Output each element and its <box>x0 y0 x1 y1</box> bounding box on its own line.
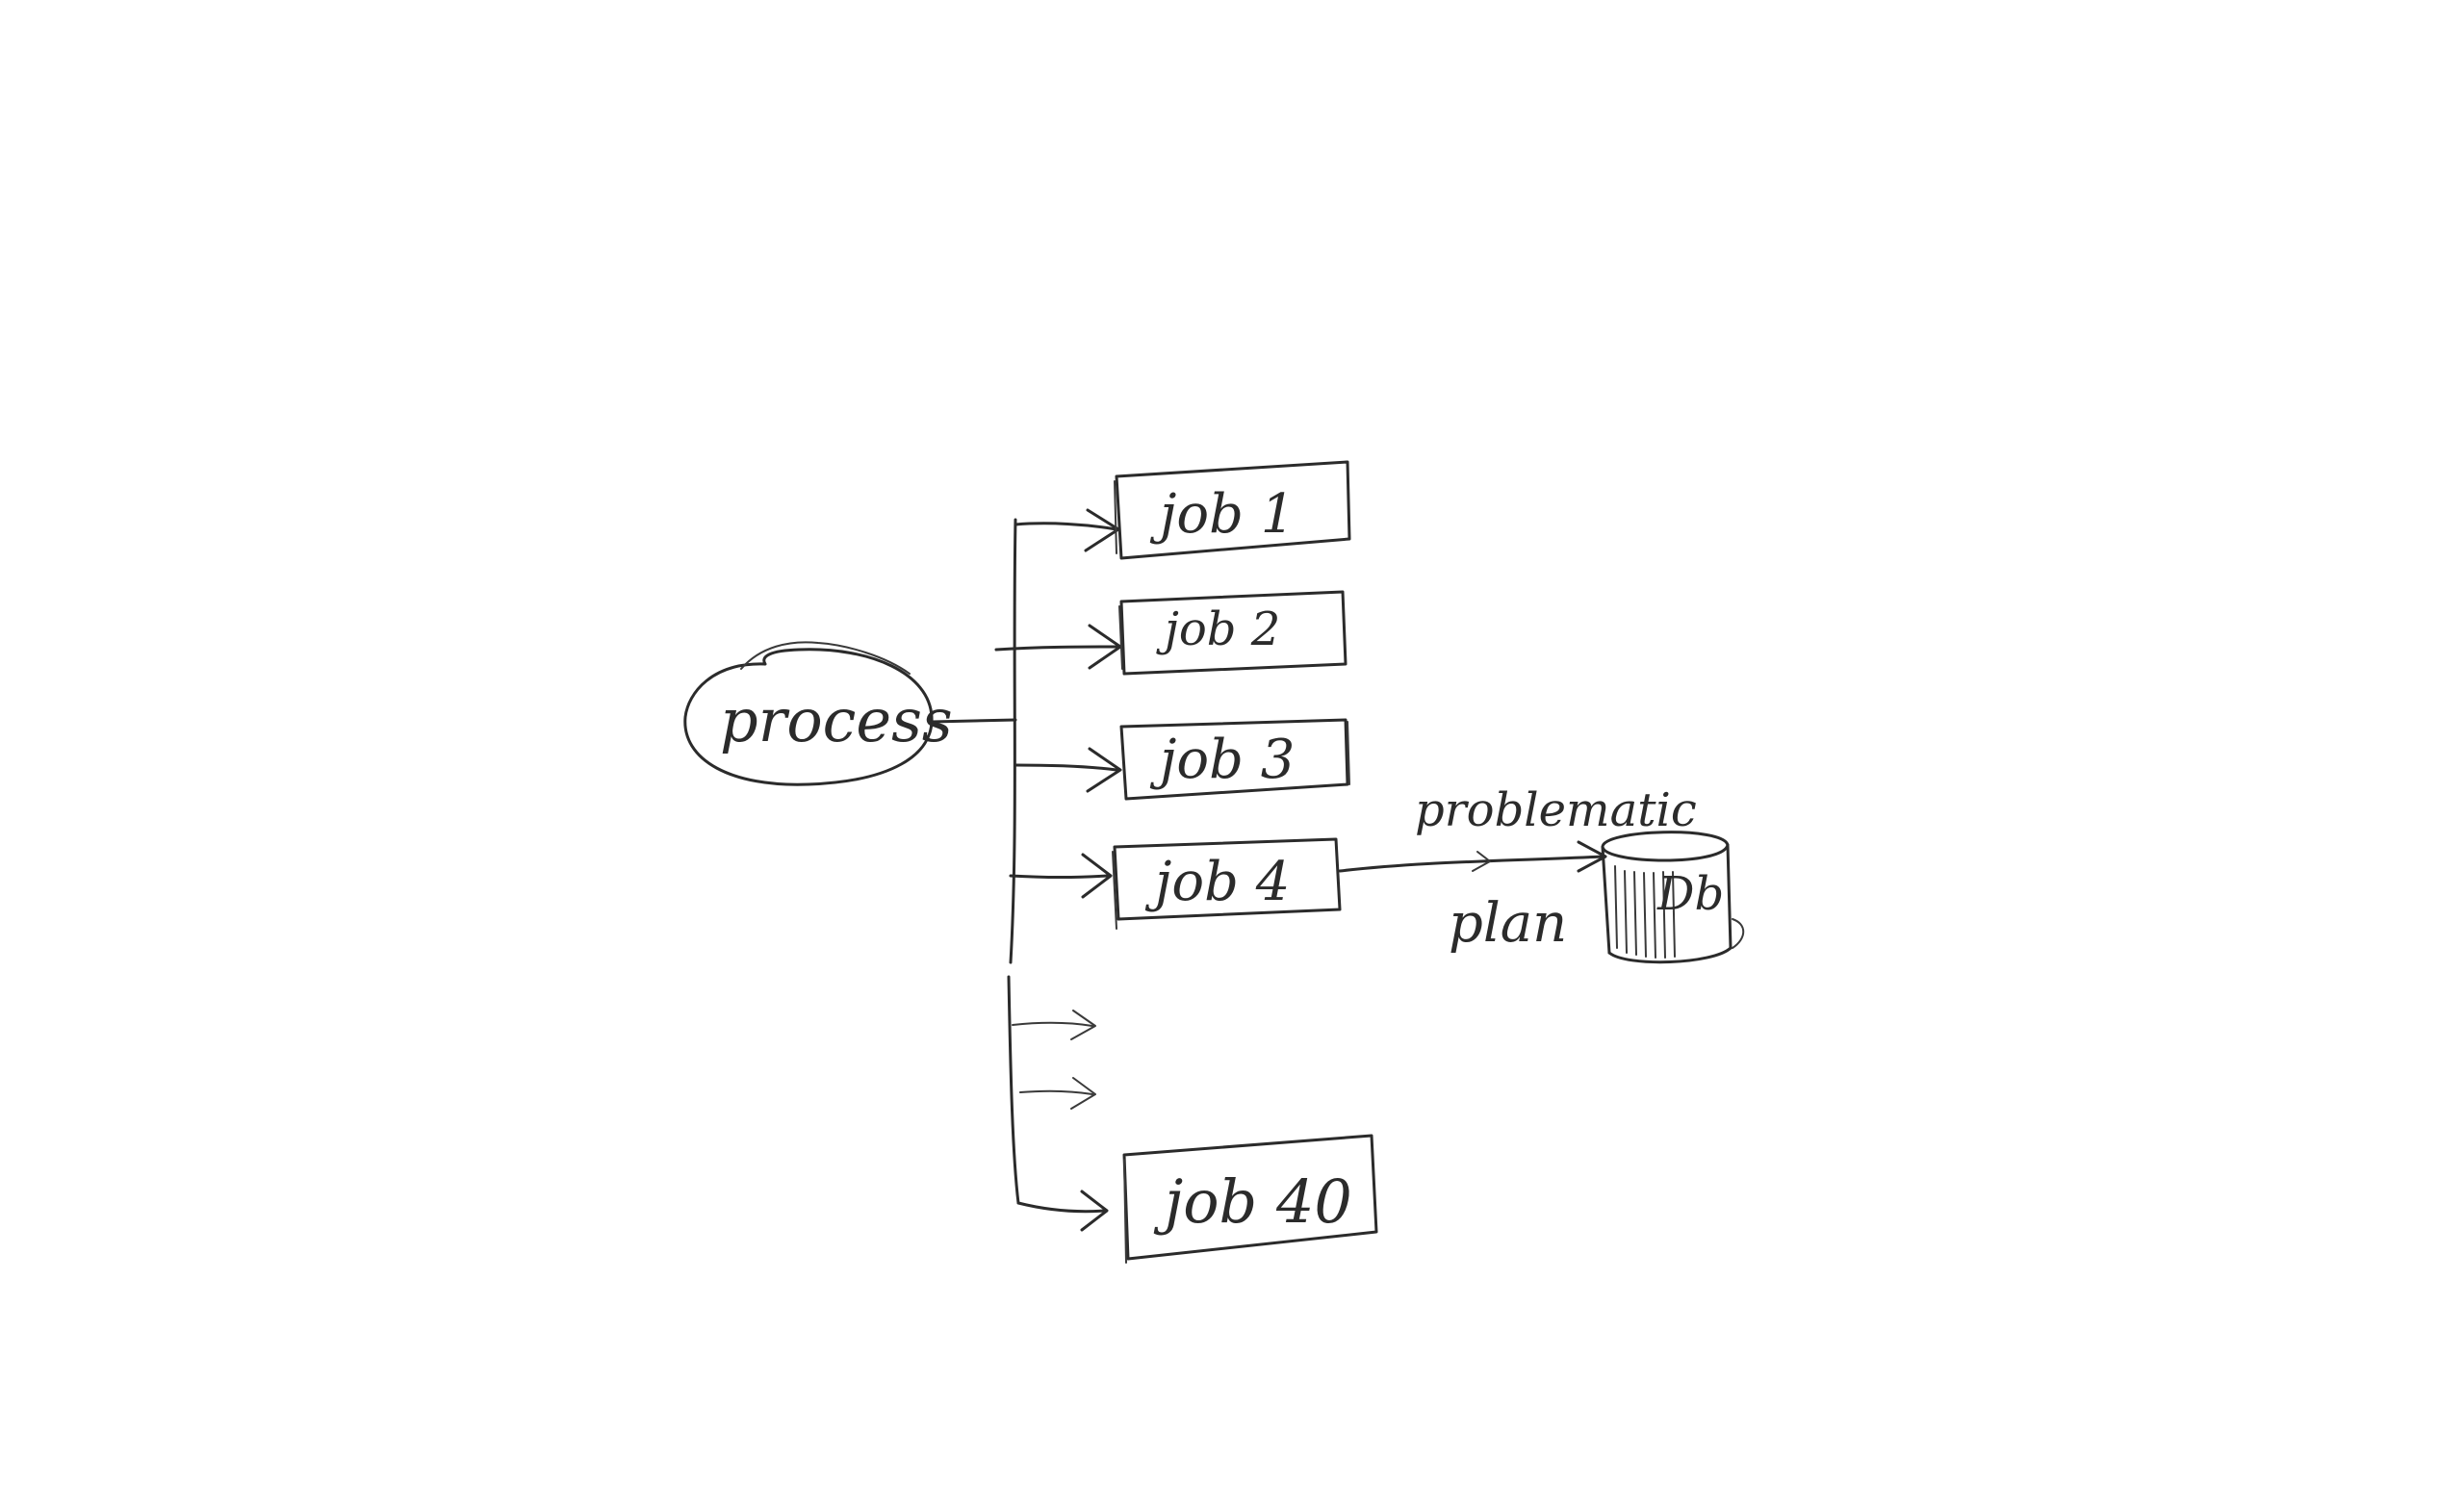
job-box-4: job 4 <box>1112 837 1342 930</box>
branch-arrow-ellipsis-2 <box>1019 1077 1096 1110</box>
database-node: Db <box>1601 831 1745 964</box>
process-label: process <box>720 685 953 755</box>
job-box-1: job 1 <box>1114 460 1351 560</box>
job-box-40: job 40 <box>1122 1134 1378 1264</box>
branch-arrow-job3 <box>1014 747 1122 793</box>
job-label: job 3 <box>1149 729 1295 791</box>
process-node: process <box>683 641 953 786</box>
job-label: job 4 <box>1144 851 1290 913</box>
job-box-2: job 2 <box>1118 590 1348 676</box>
job-label: job 2 <box>1156 602 1280 656</box>
job-box-3: job 3 <box>1119 718 1350 801</box>
edge-label-top: problematic <box>1415 783 1697 837</box>
job-label: job 40 <box>1153 1166 1352 1237</box>
branch-arrow-job40 <box>1016 1190 1109 1232</box>
branch-arrow-job1 <box>1014 508 1120 552</box>
trunk-line <box>1007 518 1020 1205</box>
job-label: job 1 <box>1149 483 1295 546</box>
branch-arrow-ellipsis-1 <box>1012 1010 1096 1040</box>
edge-job4-db: problematic plan <box>1338 783 1697 955</box>
edge-label-bottom: plan <box>1449 892 1567 955</box>
database-label: Db <box>1656 867 1724 921</box>
process-connector <box>930 718 1017 724</box>
branch-arrow-job4 <box>1009 853 1113 899</box>
